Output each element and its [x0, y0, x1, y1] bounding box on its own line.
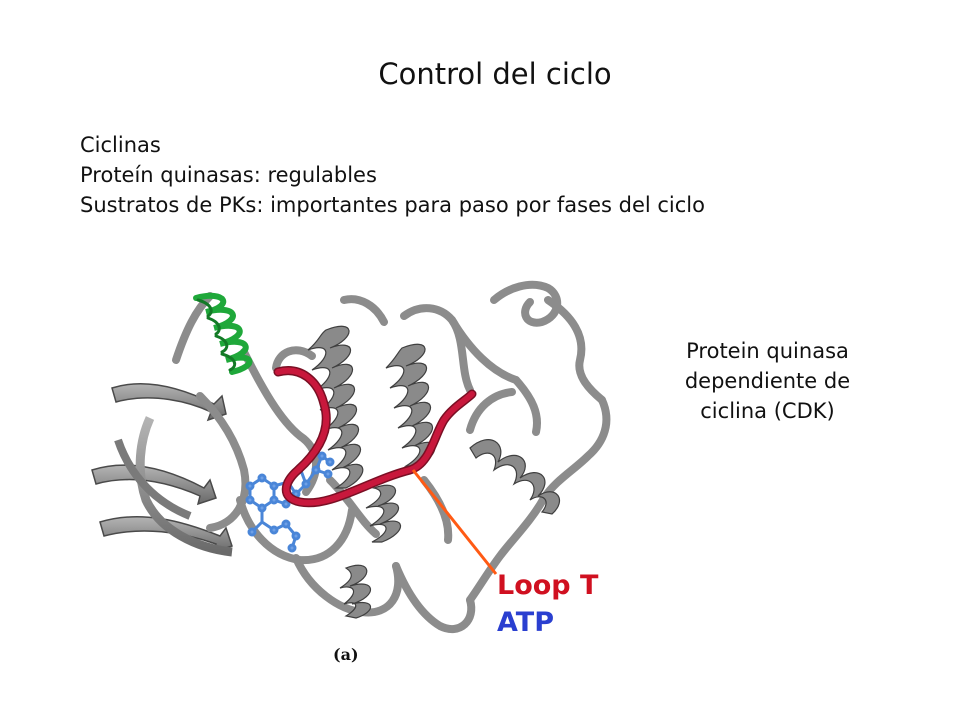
- bullet-ciclinas: Ciclinas: [80, 133, 161, 157]
- bullet-protein-quinasas: Proteín quinasas: regulables: [80, 163, 377, 187]
- loop-t-label: Loop T: [497, 570, 599, 601]
- bullet-list: Ciclinas Proteín quinasas: regulables Su…: [80, 130, 705, 220]
- slide-title: Control del ciclo: [378, 57, 612, 91]
- helix-central: [307, 325, 560, 619]
- green-helix: [193, 292, 253, 375]
- cdk-label-line-3: ciclina (CDK): [700, 399, 835, 423]
- cdk-label-line-2: dependiente de: [684, 369, 851, 393]
- figure-caption: (a): [333, 645, 359, 664]
- bullet-sustratos: Sustratos de PKs: importantes para paso …: [80, 193, 705, 217]
- t-loop: [273, 366, 477, 508]
- cdk-label-line-1: Protein quinasa: [686, 339, 849, 363]
- beta-sheet: [91, 383, 233, 557]
- atp-label: ATP: [497, 607, 555, 638]
- loop-t-pointer: [411, 469, 498, 575]
- backbone-coil: [172, 280, 611, 634]
- cdk-label: Protein quinasa dependiente de ciclina (…: [655, 336, 880, 426]
